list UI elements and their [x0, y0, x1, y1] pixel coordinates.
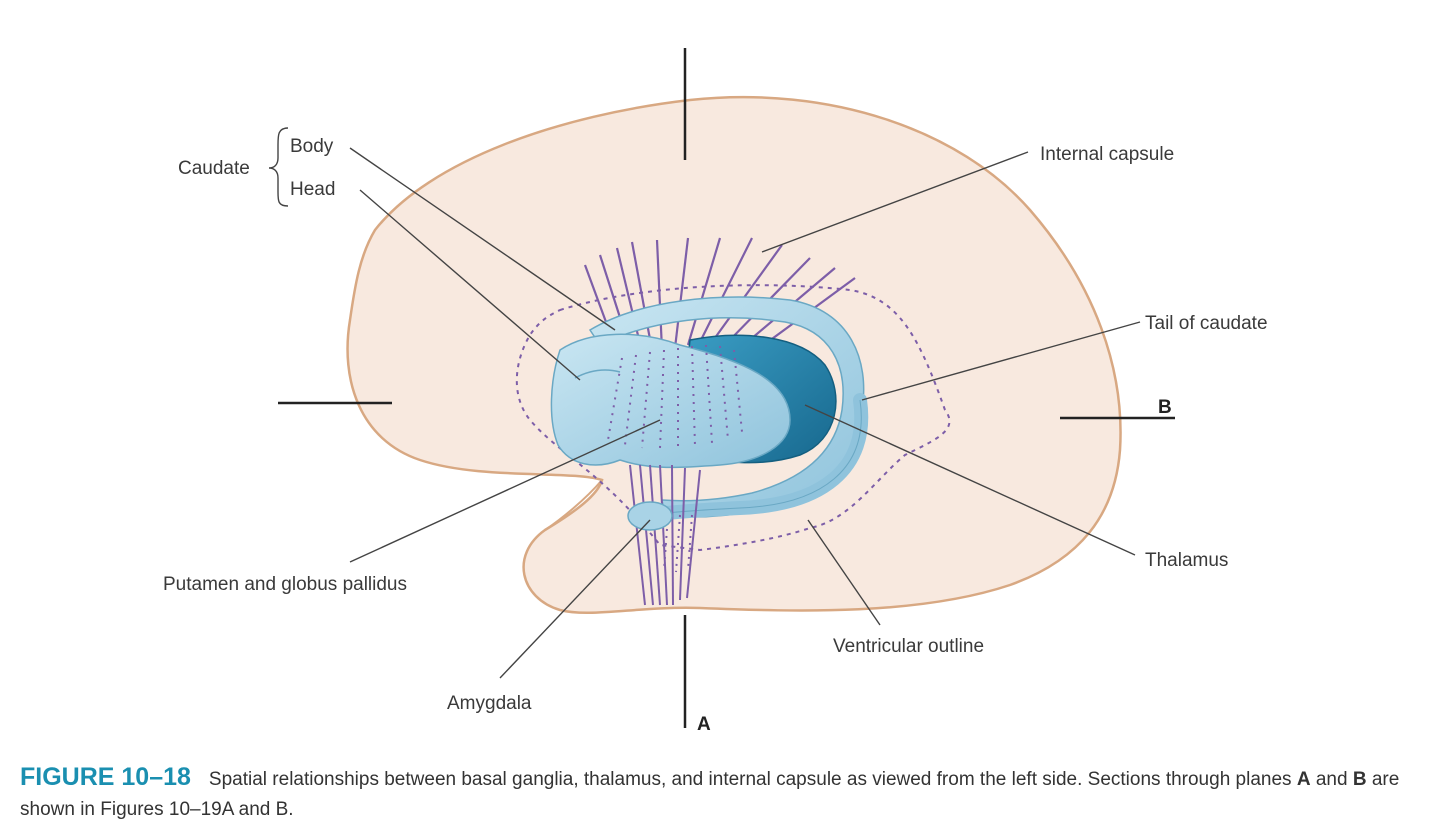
caption-plane-a: A: [1296, 769, 1311, 790]
label-tail-of-caudate: Tail of caudate: [1145, 313, 1268, 334]
figure-caption: FIGURE 10–18 Spatial relationships betwee…: [20, 762, 1430, 825]
diagram-svg: Caudate Body Head Internal capsule Tail …: [163, 48, 1268, 735]
figure-number: FIGURE 10–18: [20, 763, 191, 791]
caudate-head-putamen: [550, 333, 791, 469]
ventricular-outline: [515, 284, 951, 552]
label-thalamus: Thalamus: [1145, 550, 1228, 571]
label-head: Head: [290, 179, 335, 200]
caudate-tail-edge: [649, 399, 862, 516]
label-amygdala: Amygdala: [447, 693, 532, 714]
putamen-fiber-dots: [607, 344, 743, 449]
temporal-notch: [544, 479, 603, 531]
caption-text-2: are shown in Figures 10–19A and B.: [20, 769, 1400, 820]
leader-lines: [349, 147, 1141, 679]
label-internal-capsule: Internal capsule: [1040, 144, 1174, 165]
caption-and: and: [1310, 769, 1353, 790]
label-caudate: Caudate: [178, 158, 250, 179]
descending-fiber-dots: [663, 514, 693, 573]
caption-plane-b: B: [1352, 769, 1367, 790]
label-ventricular-outline: Ventricular outline: [833, 636, 984, 657]
caudate-head-notch: [574, 369, 621, 379]
amygdala-shape: [627, 501, 673, 531]
label-body: Body: [290, 136, 334, 157]
label-putamen-globus: Putamen and globus pallidus: [163, 574, 407, 595]
label-plane-b: B: [1158, 397, 1172, 418]
label-plane-a: A: [697, 714, 711, 735]
descending-fibers: [629, 464, 701, 606]
caudate-brace: [268, 127, 289, 207]
caption-text-1: Spatial relationships between basal gang…: [208, 769, 1297, 790]
